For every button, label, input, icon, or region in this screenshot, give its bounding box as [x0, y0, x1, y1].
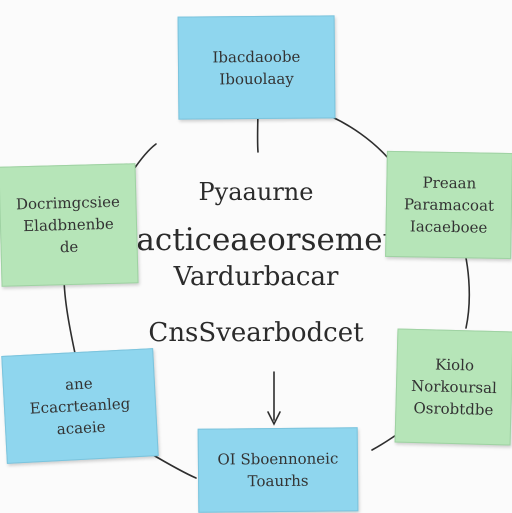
sticky-note-top: Ibacdaoobe Ibouolaay [178, 15, 336, 119]
sticky-note-left-bottom: ane Ecacrteanleg acaeie [1, 348, 158, 464]
note-line: Paramacoat [404, 193, 494, 217]
sticky-note-bottom: OI Sboennoneic Toaurhs [198, 427, 359, 512]
note-line: Ecacrteanleg [29, 392, 131, 419]
note-line: Iacaeboee [410, 215, 488, 238]
note-line: Eladbnenbe [23, 213, 114, 237]
sticky-note-right-bottom: Kiolo Norkoursal Osrobtdbe [395, 329, 512, 446]
sticky-note-left: Docrimgcsiee Eladbnenbe de [0, 163, 139, 287]
note-line: OI Sboennoneic [217, 447, 338, 470]
note-line: Ibouolaay [219, 67, 294, 90]
connector-left-top [132, 144, 156, 172]
note-line: ane [65, 372, 94, 395]
note-line: Kiolo [435, 354, 474, 377]
note-line: Docrimgcsiee [16, 191, 120, 216]
note-line: Osrobtdbe [413, 397, 493, 421]
note-line: Toaurhs [247, 470, 308, 493]
sticky-note-right-top: Preaan Paramacoat Iacaeboee [385, 151, 512, 259]
note-line: Ibacdaoobe [212, 45, 300, 68]
connector-top-right [330, 116, 388, 158]
note-line: acaeie [56, 416, 106, 441]
note-line: Norkoursal [411, 375, 497, 399]
note-line: de [60, 236, 79, 258]
note-line: Preaan [422, 172, 476, 195]
